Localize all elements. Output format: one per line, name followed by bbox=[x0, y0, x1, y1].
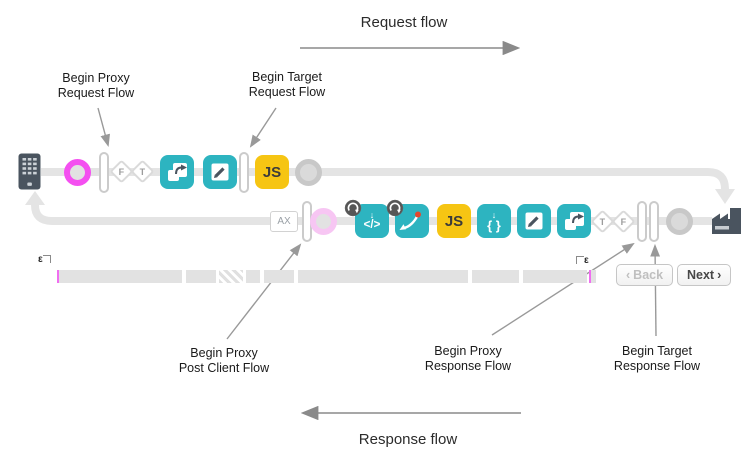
factory-icon[interactable] bbox=[710, 206, 743, 241]
javascript-policy-response[interactable]: JS bbox=[437, 204, 471, 238]
timeline-cursor-tick bbox=[57, 270, 59, 283]
response-flow-track bbox=[31, 204, 712, 225]
timeline-segment bbox=[264, 270, 294, 283]
timeline-segment bbox=[590, 270, 596, 283]
proxy-post-client-pointer-arrow bbox=[226, 243, 302, 340]
label-begin-target-response-flow: Begin Target Response Flow bbox=[613, 344, 701, 373]
proxy-request-pointer-arrow bbox=[97, 107, 110, 148]
assign-message-pencil-icon[interactable] bbox=[203, 155, 237, 189]
mobile-phone-icon[interactable] bbox=[18, 153, 41, 195]
timeline-segment bbox=[523, 270, 587, 283]
begin-target-response-flow-marker[interactable] bbox=[649, 201, 659, 242]
timeline-segment bbox=[57, 270, 182, 283]
post-client-start-ring[interactable] bbox=[310, 208, 337, 235]
timeline-segment bbox=[298, 270, 468, 283]
javascript-policy-request[interactable]: JS bbox=[255, 155, 289, 189]
timeline-segment bbox=[219, 270, 243, 283]
json-braces-icon[interactable]: ↓ { } bbox=[477, 204, 511, 238]
request-flow-track-arrowhead bbox=[715, 189, 735, 204]
refresh-loop-icon bbox=[386, 199, 404, 217]
next-button[interactable]: Next › bbox=[677, 264, 732, 286]
proxy-response-pointer-arrow bbox=[491, 242, 635, 336]
request-flow-track bbox=[41, 168, 729, 190]
label-begin-proxy-response-flow: Begin Proxy Response Flow bbox=[424, 344, 512, 373]
begin-target-request-flow-marker[interactable] bbox=[239, 152, 249, 193]
service-callout-icon[interactable] bbox=[557, 204, 591, 238]
timeline-elapsed-mark-right: ε bbox=[576, 255, 589, 266]
timeline-segment bbox=[246, 270, 260, 283]
corner-bracket bbox=[576, 256, 584, 264]
begin-proxy-response-flow-marker[interactable] bbox=[637, 201, 647, 242]
proxy-request-start-ring[interactable] bbox=[64, 159, 91, 186]
corner-bracket bbox=[42, 255, 51, 263]
assign-message-pencil-icon[interactable] bbox=[517, 204, 551, 238]
response-flow-title: Response flow bbox=[358, 431, 458, 448]
label-begin-proxy-post-client-flow: Begin Proxy Post Client Flow bbox=[178, 346, 270, 375]
service-callout-icon[interactable] bbox=[160, 155, 194, 189]
label-begin-target-request-flow: Begin Target Request Flow bbox=[248, 70, 326, 99]
request-flow-end-node[interactable] bbox=[295, 159, 322, 186]
label-begin-proxy-request-flow: Begin Proxy Request Flow bbox=[57, 71, 135, 100]
back-button[interactable]: ‹ Back bbox=[616, 264, 674, 286]
begin-proxy-request-flow-marker[interactable] bbox=[99, 152, 109, 193]
analytics-ax-step[interactable]: AX bbox=[270, 211, 298, 232]
timeline-segment bbox=[186, 270, 216, 283]
response-flow-start-node[interactable] bbox=[666, 208, 693, 235]
refresh-loop-icon bbox=[344, 199, 362, 217]
timeline-segment bbox=[472, 270, 519, 283]
target-response-pointer-arrow bbox=[650, 243, 661, 337]
target-request-pointer-arrow bbox=[249, 107, 277, 148]
request-flow-title: Request flow bbox=[360, 14, 448, 31]
timeline-track[interactable] bbox=[56, 270, 597, 283]
response-flow-track-arrowhead bbox=[25, 191, 45, 205]
timeline-elapsed-mark-left: ε bbox=[38, 254, 51, 265]
timeline-cursor-tick bbox=[589, 270, 591, 283]
